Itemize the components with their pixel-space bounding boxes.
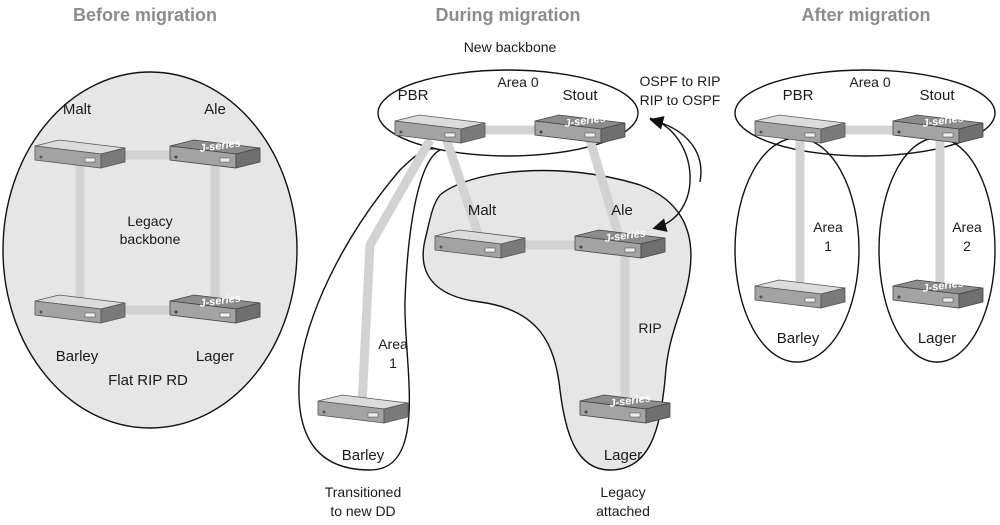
before-panel: Before migration J-series J-series Malt … bbox=[2, 5, 298, 429]
before-title: Before migration bbox=[73, 5, 217, 25]
after-title: After migration bbox=[801, 5, 930, 25]
jseries-badge: J-series bbox=[922, 277, 965, 295]
during-title: During migration bbox=[436, 5, 581, 25]
after-panel: After migration J-series J-series PBR Ar… bbox=[734, 5, 996, 363]
router-barley bbox=[754, 279, 846, 309]
label-barley: Barley bbox=[777, 330, 820, 347]
transitioned-note-1: Transitioned bbox=[325, 484, 402, 500]
legacy-note-1: Legacy bbox=[600, 484, 645, 500]
redistribution-arrow-up bbox=[649, 116, 702, 183]
router-pbr bbox=[394, 114, 486, 144]
jseries-badge: J-series bbox=[922, 112, 965, 130]
jseries-badge: J-series bbox=[564, 112, 607, 130]
jseries-badge: J-series bbox=[199, 292, 242, 310]
area2-label-line2-after: 2 bbox=[963, 238, 971, 254]
legacy-note-2: attached bbox=[596, 503, 650, 519]
rip-to-ospf-label: RIP to OSPF bbox=[640, 92, 721, 108]
label-stout: Stout bbox=[919, 87, 955, 104]
legacy-label-2: backbone bbox=[120, 231, 181, 247]
area0-label-after: Area 0 bbox=[849, 74, 890, 90]
link-pbr-barley bbox=[357, 137, 434, 406]
area2-label-line1-after: Area bbox=[952, 219, 982, 235]
area1-region-during bbox=[298, 148, 442, 471]
rip-label: RIP bbox=[638, 320, 661, 336]
label-ale: Ale bbox=[204, 101, 226, 118]
area0-label-during: Area 0 bbox=[497, 74, 538, 90]
area1-label-line1-after: Area bbox=[813, 219, 843, 235]
area1-label-line1-during: Area bbox=[378, 336, 408, 352]
ospf-to-rip-label: OSPF to RIP bbox=[640, 73, 721, 89]
label-malt: Malt bbox=[468, 202, 497, 219]
footer-flat-rip: Flat RIP RD bbox=[108, 372, 188, 389]
label-lager: Lager bbox=[918, 330, 956, 347]
label-pbr: PBR bbox=[783, 87, 814, 104]
redistribution-arrow bbox=[649, 117, 691, 232]
transitioned-note-2: to new DD bbox=[330, 503, 395, 519]
legacy-label-1: Legacy bbox=[127, 213, 172, 229]
label-malt: Malt bbox=[63, 101, 92, 118]
jseries-badge: J-series bbox=[609, 392, 652, 410]
new-backbone-label: New backbone bbox=[464, 39, 557, 55]
label-ale: Ale bbox=[611, 202, 633, 219]
area1-label-line2-during: 1 bbox=[389, 355, 397, 371]
router-pbr bbox=[754, 114, 846, 144]
label-stout: Stout bbox=[562, 87, 598, 104]
link-stout-ale bbox=[585, 138, 625, 242]
label-lager: Lager bbox=[604, 447, 642, 464]
router-barley bbox=[317, 394, 409, 424]
label-barley: Barley bbox=[56, 348, 99, 365]
area1-label-line2-after: 1 bbox=[824, 238, 832, 254]
label-pbr: PBR bbox=[398, 87, 429, 104]
link-pbr-malt bbox=[440, 133, 485, 242]
label-barley: Barley bbox=[342, 447, 385, 464]
jseries-badge: J-series bbox=[604, 227, 647, 245]
jseries-badge: J-series bbox=[199, 137, 242, 155]
area0-ellipse-after bbox=[734, 69, 996, 157]
label-lager: Lager bbox=[196, 348, 234, 365]
area0-ellipse-during bbox=[377, 69, 639, 157]
during-panel: During migration New backbone J-series J… bbox=[298, 5, 721, 519]
